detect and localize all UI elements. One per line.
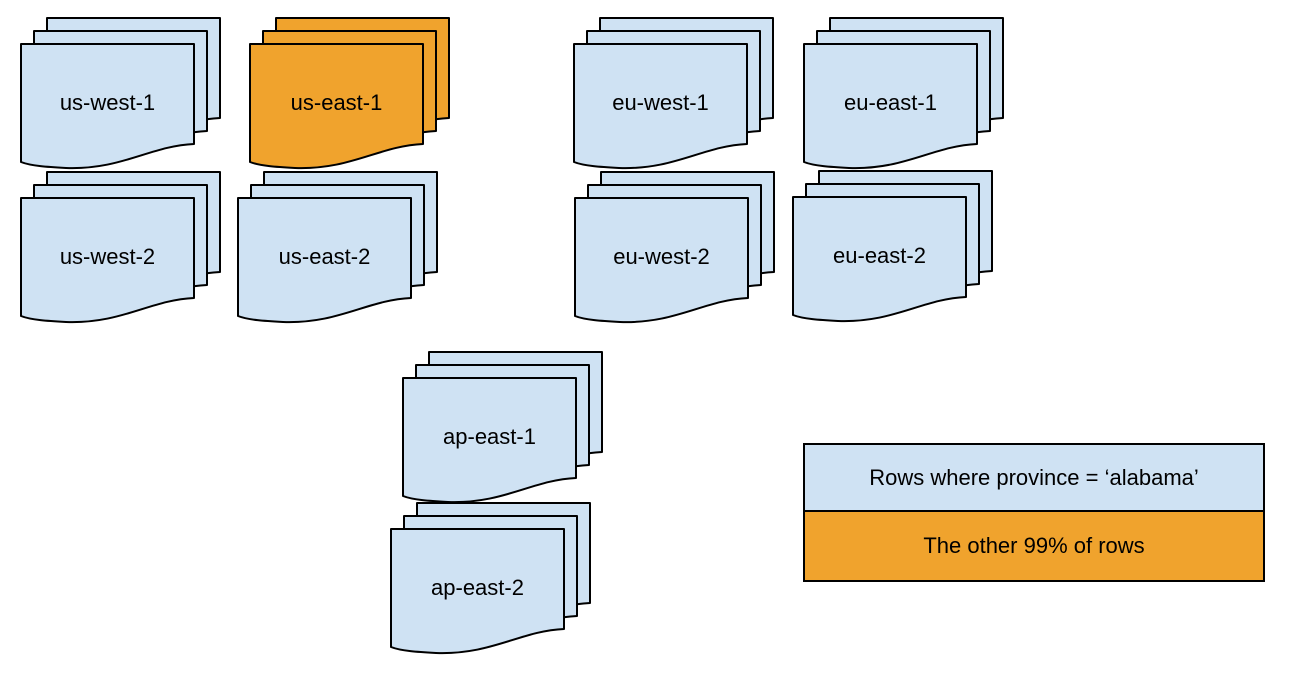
region-stack-ap-east-2: ap-east-2 — [390, 502, 591, 655]
region-label-ap-east-2: ap-east-2 — [431, 575, 524, 600]
region-stack-us-west-1: us-west-1 — [20, 17, 221, 170]
region-label-eu-east-1: eu-east-1 — [844, 90, 937, 115]
region-stack-eu-east-1: eu-east-1 — [803, 17, 1004, 170]
region-stack-ap-east-1: ap-east-1 — [402, 351, 603, 504]
region-label-us-east-2: us-east-2 — [278, 244, 371, 269]
region-stack-eu-west-1: eu-west-1 — [573, 17, 774, 170]
legend-label-other-rows: The other 99% of rows — [923, 533, 1145, 558]
region-label-us-east-1: us-east-1 — [290, 90, 383, 115]
region-stack-us-east-1: us-east-1 — [249, 17, 450, 170]
legend-row-alabama: Rows where province = ‘alabama’ — [805, 445, 1263, 512]
legend-label-alabama: Rows where province = ‘alabama’ — [869, 464, 1199, 490]
legend: Rows where province = ‘alabama’ The othe… — [803, 443, 1265, 582]
region-label-eu-east-2: eu-east-2 — [833, 243, 926, 268]
region-label-eu-west-2: eu-west-2 — [613, 244, 710, 269]
region-stack-us-west-2: us-west-2 — [20, 171, 221, 324]
region-stack-us-east-2: us-east-2 — [237, 171, 438, 324]
legend-row-other-rows: The other 99% of rows — [805, 512, 1263, 580]
region-label-us-west-2: us-west-2 — [59, 244, 156, 269]
region-label-ap-east-1: ap-east-1 — [443, 424, 536, 449]
region-label-us-west-1: us-west-1 — [59, 90, 156, 115]
region-label-eu-west-1: eu-west-1 — [612, 90, 709, 115]
region-stack-eu-east-2: eu-east-2 — [792, 170, 993, 323]
region-stack-eu-west-2: eu-west-2 — [574, 171, 775, 324]
